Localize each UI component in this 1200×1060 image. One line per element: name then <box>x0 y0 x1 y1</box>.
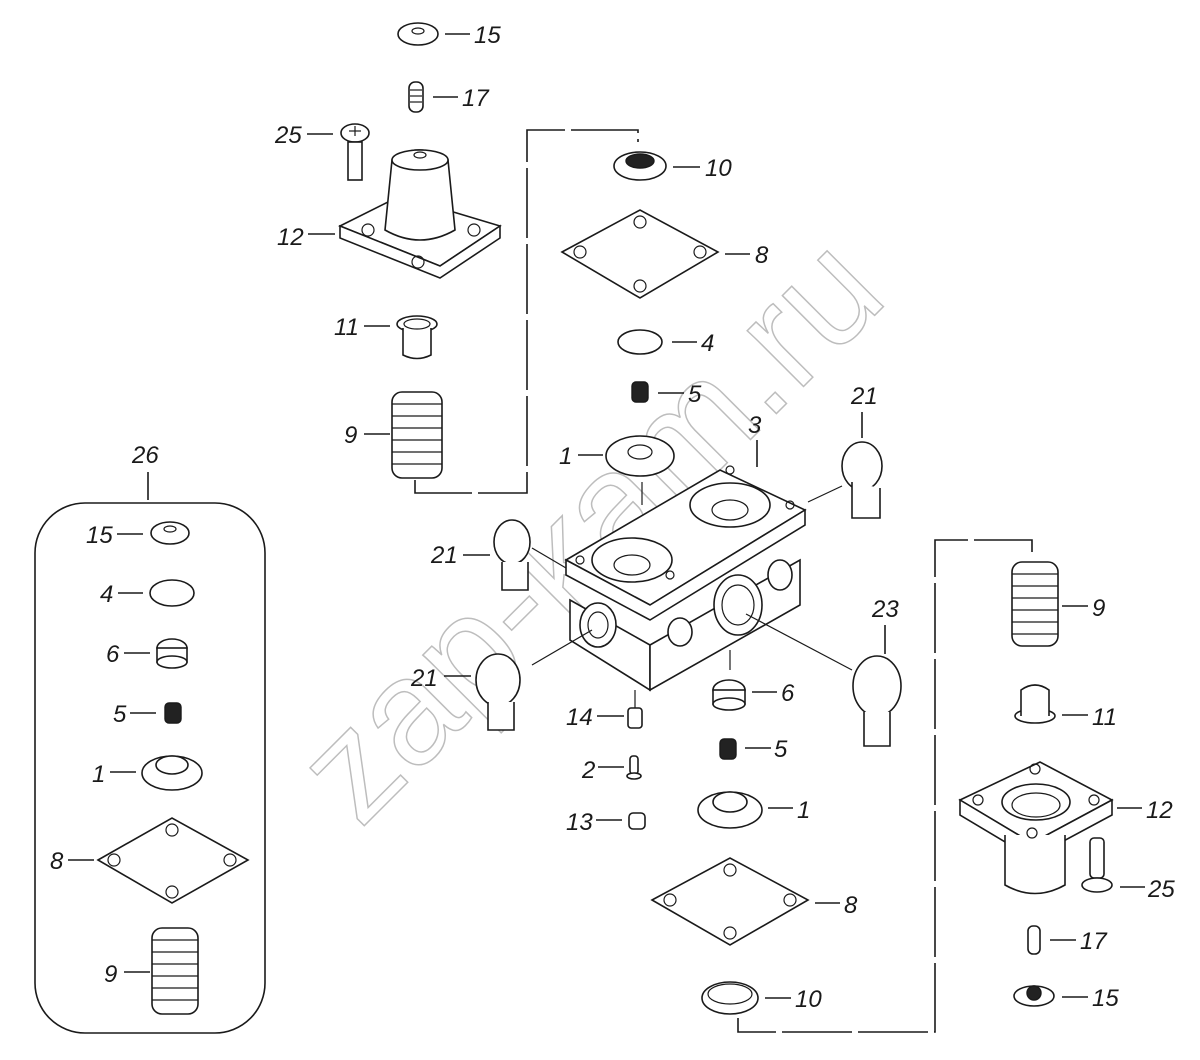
callout-25-right: 25 <box>1147 876 1175 903</box>
kit-callout-6: 6 <box>106 641 120 668</box>
callout-2: 2 <box>581 757 595 784</box>
part-valve-lower <box>697 791 793 829</box>
part-seal-upper <box>613 151 700 181</box>
callout-23: 23 <box>871 596 899 623</box>
part-spring-right <box>1011 561 1088 647</box>
part-disc-upper <box>617 329 697 355</box>
assembly-bracket-right <box>737 539 1033 1033</box>
callout-8-upper: 8 <box>755 242 769 269</box>
callout-12-right: 12 <box>1146 797 1173 824</box>
callout-25-top: 25 <box>274 122 302 149</box>
kit-callout-9: 9 <box>104 961 117 988</box>
part-plug-right <box>807 412 883 519</box>
callout-11-right: 11 <box>1092 704 1117 731</box>
kit-callout-5: 5 <box>113 701 127 728</box>
kit-callout-8: 8 <box>50 848 64 875</box>
callout-17-top: 17 <box>462 85 490 112</box>
callout-14: 14 <box>566 704 593 731</box>
part-pin <box>598 755 642 780</box>
kit-part-valve <box>110 755 203 791</box>
part-insert-upper <box>631 381 684 403</box>
callout-6-lower: 6 <box>781 680 795 707</box>
kit-part-spring <box>124 927 199 1015</box>
kit-part-diaphragm <box>68 817 250 904</box>
callout-12-top: 12 <box>277 224 304 251</box>
assembly-bracket-top <box>414 129 639 494</box>
callout-15-top: 15 <box>474 22 501 49</box>
repair-kit-frame <box>34 502 266 1034</box>
callout-13: 13 <box>566 809 593 836</box>
callout-1-lower: 1 <box>797 797 810 824</box>
part-seal-lower <box>701 981 791 1015</box>
part-diaphragm-lower <box>650 857 840 946</box>
kit-callout-1: 1 <box>92 761 105 788</box>
kit-callout-4: 4 <box>100 581 113 608</box>
part-plug-left <box>463 519 567 591</box>
callout-5-upper: 5 <box>688 381 702 408</box>
part-cap-right <box>1013 985 1088 1007</box>
part-cap-top <box>397 22 470 46</box>
callout-21-left: 21 <box>430 542 458 569</box>
callout-8-lower: 8 <box>844 892 858 919</box>
part-spring-top <box>364 391 443 479</box>
part-insert-lower <box>719 738 771 760</box>
part-screw-top <box>307 123 370 181</box>
part-valve-body <box>564 465 807 692</box>
part-stud-right <box>1027 925 1076 955</box>
part-piston-right <box>1014 684 1088 724</box>
callout-3-body: 3 <box>748 412 762 439</box>
part-small-spring <box>597 707 643 729</box>
callout-4-upper: 4 <box>701 330 714 357</box>
kit-part-cap <box>117 521 190 545</box>
callout-15-right: 15 <box>1092 985 1119 1012</box>
part-stud-top <box>408 81 458 113</box>
part-cover-top <box>308 149 502 279</box>
callout-21-right: 21 <box>850 383 878 410</box>
part-seat-lower <box>712 679 777 711</box>
watermark: zap-kam.ru <box>264 203 913 852</box>
part-cover-right <box>958 761 1142 895</box>
callout-9-right: 9 <box>1092 595 1105 622</box>
callout-1-upper: 1 <box>559 443 572 470</box>
part-diaphragm-upper <box>560 209 750 299</box>
kit-part-seat <box>124 638 188 669</box>
kit-callout-15: 15 <box>86 522 113 549</box>
callout-11-top: 11 <box>334 314 359 341</box>
kit-part-disc <box>118 579 195 607</box>
part-screw-right <box>1081 837 1145 893</box>
part-plug-lower-left <box>444 629 593 731</box>
part-plug-lower-right <box>745 613 902 747</box>
part-nut <box>596 812 646 830</box>
callout-17-right: 17 <box>1080 928 1108 955</box>
callout-21-lower-left: 21 <box>410 665 438 692</box>
callout-10-lower: 10 <box>795 986 822 1013</box>
callout-10-upper: 10 <box>705 155 732 182</box>
part-piston-top <box>364 315 438 360</box>
callout-9-top: 9 <box>344 422 357 449</box>
kit-part-insert <box>130 702 182 724</box>
callout-26-kit: 26 <box>131 442 159 469</box>
part-valve-upper <box>578 435 675 505</box>
callout-5-lower: 5 <box>774 736 788 763</box>
